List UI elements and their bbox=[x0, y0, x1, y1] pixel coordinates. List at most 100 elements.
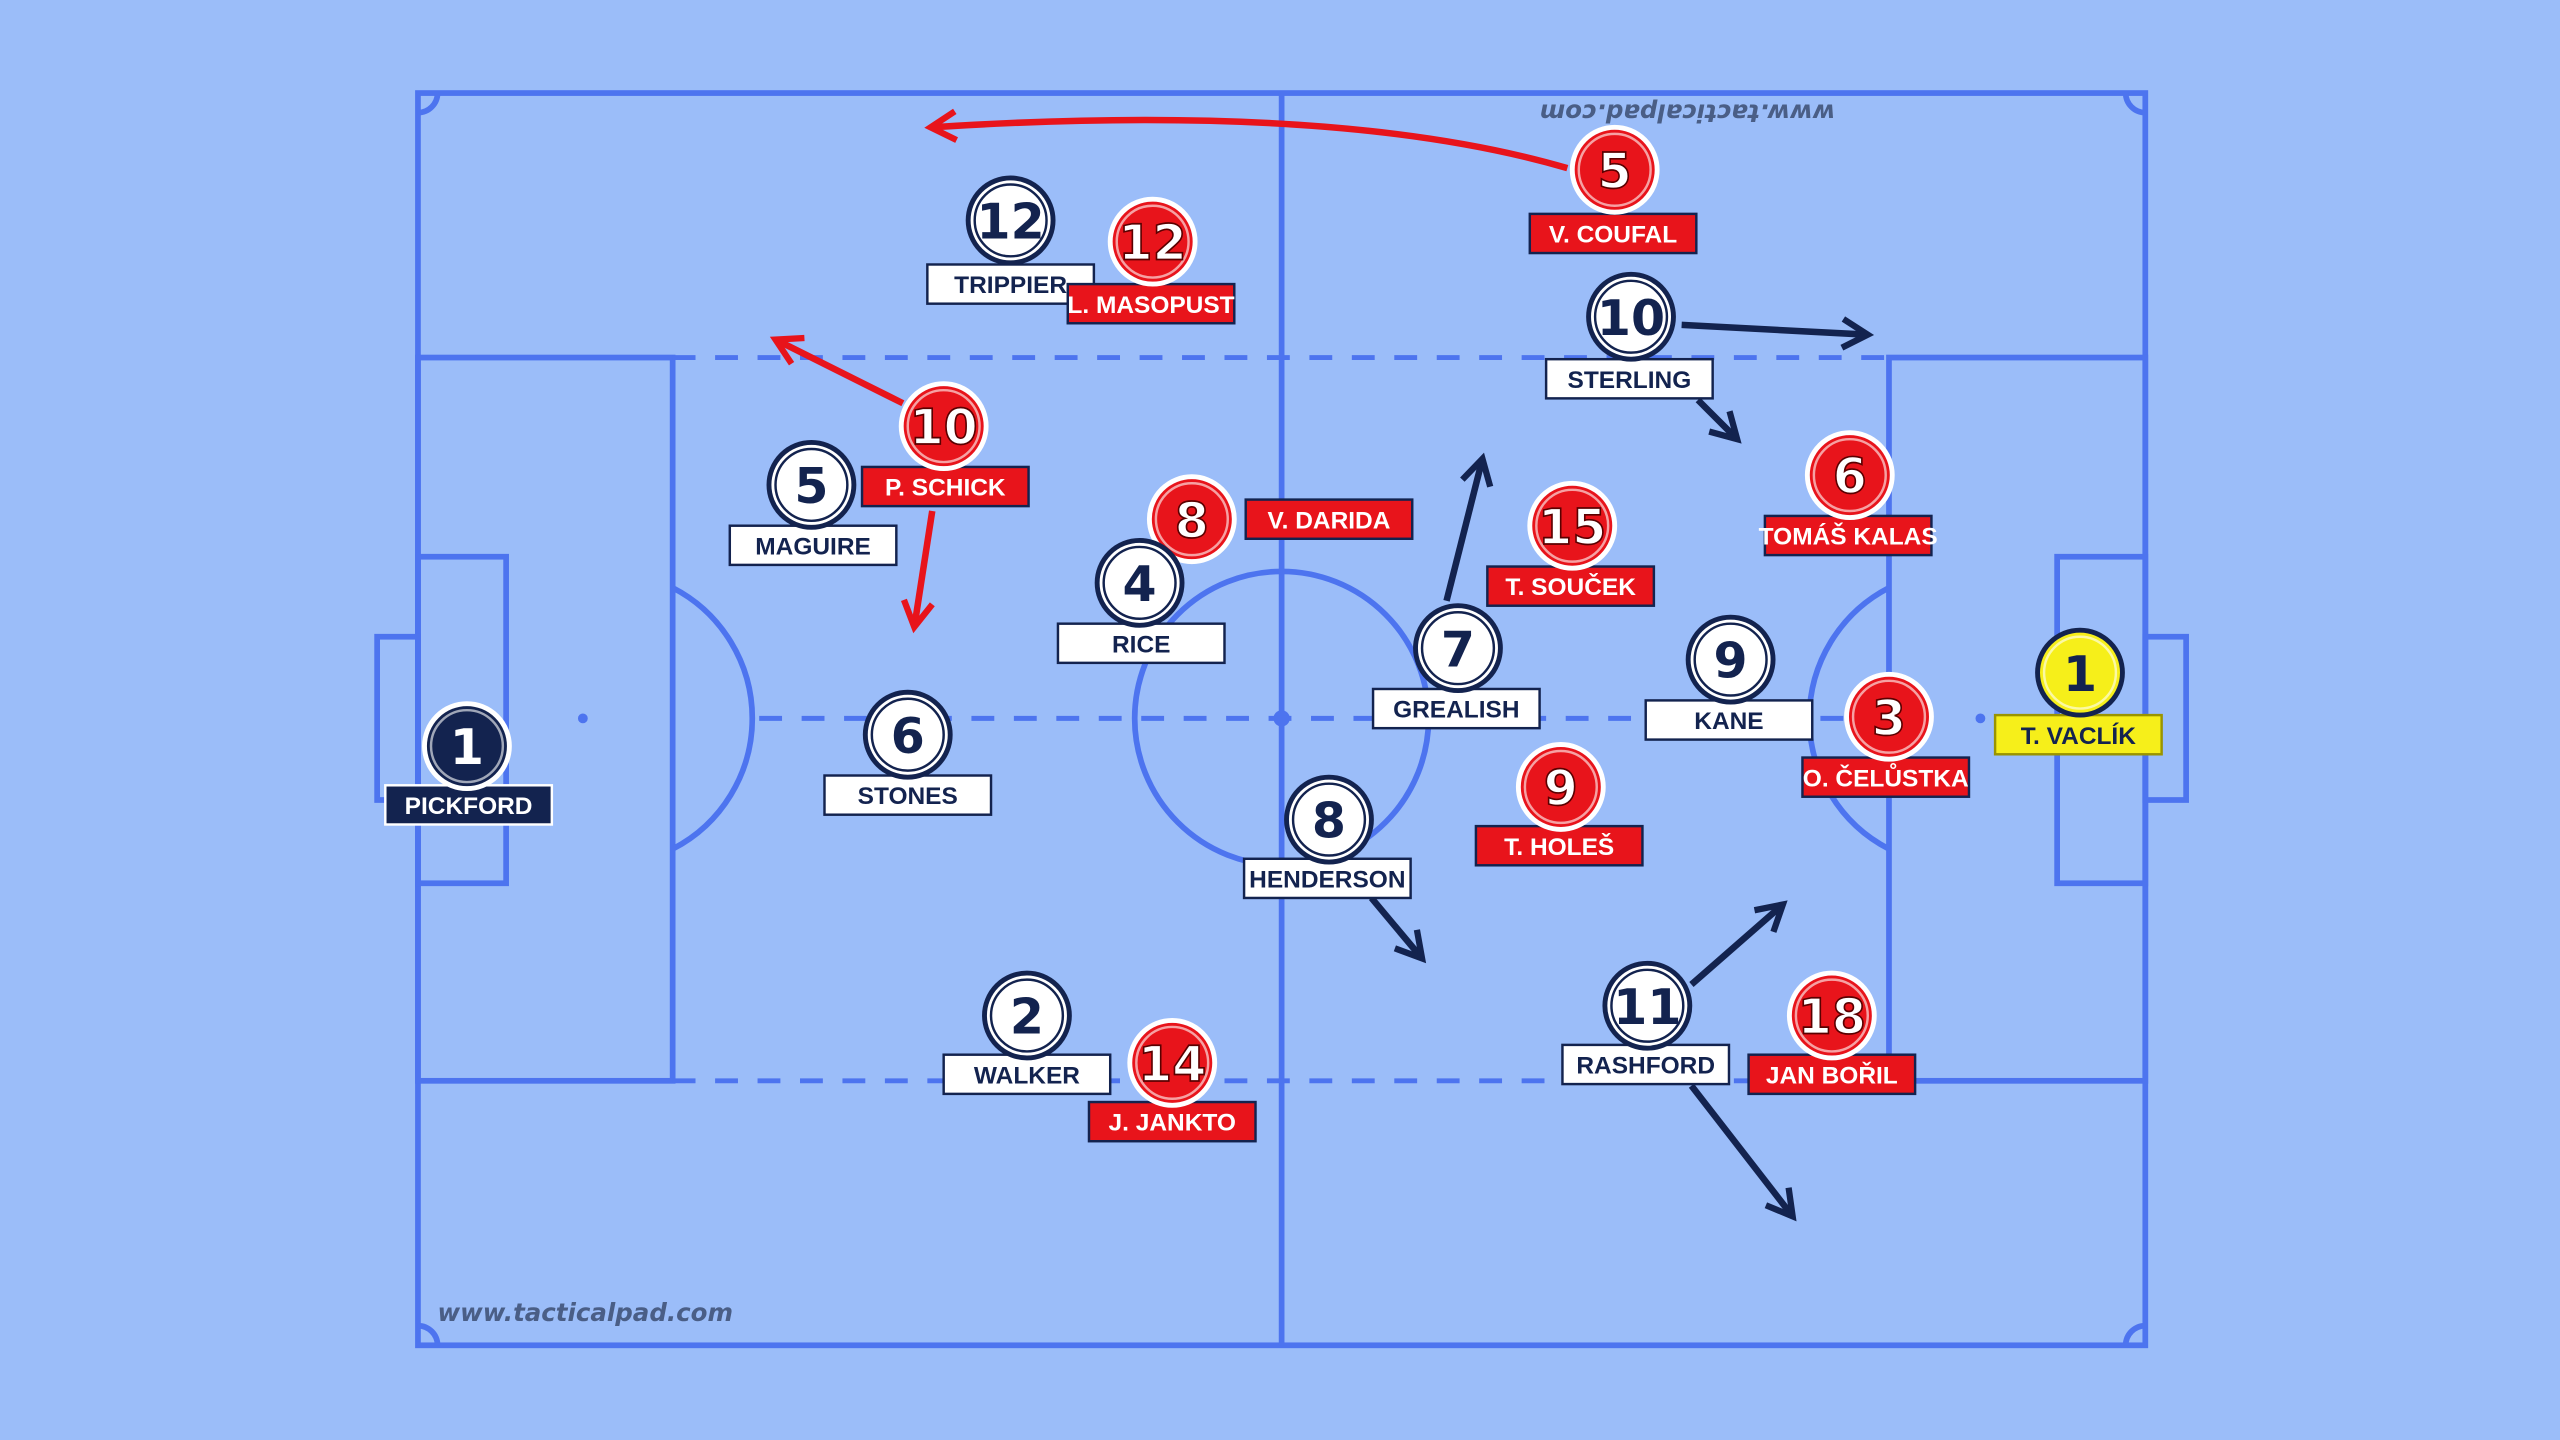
shirt-circle bbox=[862, 689, 953, 780]
shirt-number: 9 bbox=[1714, 633, 1748, 690]
name-label-box bbox=[926, 263, 1096, 305]
shirt-number: 1 bbox=[2063, 646, 2097, 703]
shirt-number: 9 bbox=[1544, 760, 1578, 817]
shirt-number: 12 bbox=[1119, 215, 1187, 272]
shirt-inner-ring bbox=[1693, 622, 1768, 697]
player-czech-18[interactable]: JAN BOŘIL 18 bbox=[1747, 970, 1917, 1096]
shirt-number: 5 bbox=[1598, 143, 1632, 200]
shirt-inner-ring bbox=[973, 183, 1048, 258]
arrow-coufal-run bbox=[924, 108, 1569, 172]
player-name: T. VACLÍK bbox=[2021, 722, 2136, 750]
shirt-inner-ring bbox=[1154, 482, 1229, 557]
arrow-henderson-run bbox=[1368, 895, 1427, 964]
shirt-inner-ring bbox=[1523, 749, 1598, 825]
name-label-box bbox=[1087, 1100, 1257, 1143]
shirt-circle bbox=[1804, 430, 1895, 520]
shirt-circle bbox=[1786, 970, 1877, 1061]
player-name: TRIPPIER bbox=[954, 272, 1067, 299]
shirt-inner-ring bbox=[1115, 204, 1190, 279]
player-name: GREALISH bbox=[1393, 697, 1519, 724]
player-england-1[interactable]: PICKFORD 1 bbox=[384, 701, 554, 826]
shirt-number: 18 bbox=[1798, 989, 1866, 1046]
watermark-top: www.tacticalpad.com bbox=[1540, 98, 1835, 127]
name-label-box bbox=[1371, 687, 1541, 730]
arrow-rashford-out bbox=[1688, 1083, 1797, 1222]
player-czech-5[interactable]: V. COUFAL 5 bbox=[1528, 124, 1698, 255]
player-name: KANE bbox=[1694, 708, 1763, 735]
shirt-inner-ring bbox=[1102, 545, 1177, 620]
shirt-number: 1 bbox=[450, 719, 484, 776]
shirt-circle bbox=[1127, 1017, 1218, 1108]
player-name: J. JANKTO bbox=[1109, 1110, 1236, 1137]
name-label-box bbox=[1993, 713, 2163, 756]
shirt-circle bbox=[898, 381, 989, 472]
shirt-number: 6 bbox=[891, 708, 925, 765]
shirt-number: 5 bbox=[794, 458, 828, 515]
shirt-number: 8 bbox=[1175, 492, 1209, 549]
shirt-number: 11 bbox=[1613, 979, 1681, 1036]
shirt-inner-ring bbox=[1577, 132, 1652, 207]
player-czech-6[interactable]: TOMÁŠ KALAS 6 bbox=[1759, 430, 1938, 557]
arrow-rashford-in bbox=[1689, 900, 1788, 987]
player-name: O. ČELŮSTKA bbox=[1803, 762, 1969, 792]
player-name: V. COUFAL bbox=[1549, 222, 1677, 249]
arrow-sterling-run bbox=[1681, 316, 1875, 351]
shirt-inner-ring bbox=[1794, 978, 1869, 1053]
arrow-sterling-cut bbox=[1695, 397, 1742, 444]
shirt-number: 6 bbox=[1833, 448, 1867, 505]
shirt-circle bbox=[1844, 671, 1934, 762]
shirt-circle bbox=[1146, 474, 1237, 565]
player-name: PICKFORD bbox=[405, 793, 533, 820]
shirt-inner-ring bbox=[870, 697, 945, 772]
shirt-inner-ring bbox=[1610, 968, 1685, 1043]
shirt-inner-ring bbox=[429, 708, 505, 784]
shirt-inner-ring bbox=[2042, 635, 2118, 710]
name-label-box bbox=[1242, 857, 1412, 900]
name-label-box bbox=[942, 1053, 1112, 1096]
name-label-box bbox=[1544, 357, 1714, 400]
shirt-circle bbox=[1602, 960, 1693, 1051]
shirt-circle bbox=[1107, 196, 1198, 287]
shirt-inner-ring bbox=[1593, 279, 1669, 354]
shirt-circle bbox=[1527, 480, 1618, 571]
shirt-inner-ring bbox=[1812, 437, 1887, 513]
player-england-4[interactable]: RICE 4 bbox=[1056, 537, 1226, 665]
player-czech-1[interactable]: T. VACLÍK 1 bbox=[1993, 627, 2163, 756]
shirt-number: 4 bbox=[1123, 556, 1157, 613]
shirt-circle bbox=[982, 970, 1072, 1061]
name-label-box bbox=[384, 784, 554, 826]
shirt-inner-ring bbox=[1291, 782, 1367, 857]
player-czech-9[interactable]: T. HOLEŠ 9 bbox=[1474, 742, 1644, 867]
shirt-circle bbox=[1569, 124, 1660, 215]
name-label-box bbox=[823, 774, 993, 816]
shirt-circle bbox=[1094, 537, 1185, 628]
shirt-number: 14 bbox=[1138, 1036, 1206, 1093]
player-england-9[interactable]: KANE 9 bbox=[1644, 614, 1814, 741]
shirt-inner-ring bbox=[1535, 488, 1610, 563]
player-name: P. SCHICK bbox=[885, 475, 1006, 502]
player-name: T. HOLEŠ bbox=[1504, 833, 1614, 861]
shirt-circle bbox=[2035, 627, 2125, 718]
shirt-circle bbox=[1586, 271, 1676, 362]
player-czech-14[interactable]: J. JANKTO 14 bbox=[1087, 1017, 1257, 1143]
name-label-box bbox=[1244, 498, 1414, 540]
player-name: JAN BOŘIL bbox=[1766, 1061, 1898, 1089]
shirt-inner-ring bbox=[1851, 679, 1927, 754]
player-name: TOMÁŠ KALAS bbox=[1759, 523, 1938, 551]
player-name: RICE bbox=[1112, 631, 1170, 658]
